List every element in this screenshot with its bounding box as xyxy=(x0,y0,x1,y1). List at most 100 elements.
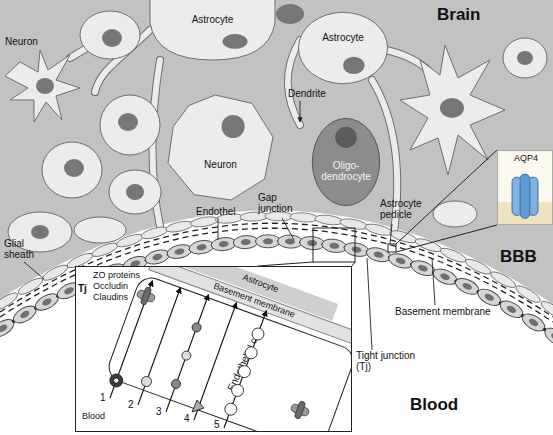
solute-molecule xyxy=(172,380,181,389)
tj-protein xyxy=(290,403,310,417)
glial-cell xyxy=(100,95,160,155)
nucleus xyxy=(63,286,75,296)
nuclei xyxy=(31,4,533,239)
endothelial-cell xyxy=(277,235,303,249)
part-label: Tight junction (Tj) xyxy=(356,350,426,372)
endothelial-cell xyxy=(453,275,481,297)
nucleus xyxy=(263,238,273,244)
part-label: Endothel xyxy=(196,206,235,217)
nucleus xyxy=(461,282,473,292)
glial-sheath-cell xyxy=(314,214,343,227)
endothelial-cell xyxy=(497,297,525,321)
part-label: Neuron xyxy=(5,36,38,47)
nucleus xyxy=(417,264,428,273)
endothelial-cell xyxy=(11,303,39,327)
cell-body xyxy=(312,118,379,205)
dark-cell xyxy=(276,4,304,24)
node-label: AQP4 xyxy=(498,154,553,164)
solute-molecule xyxy=(192,323,201,332)
part-label: Astrocyte pedicle xyxy=(380,198,435,220)
node-label: Endothelial cell xyxy=(216,308,272,412)
glial-sheath-cell xyxy=(140,225,169,241)
nucleus xyxy=(241,239,251,246)
oligodendrocyte-cell: Oligo- dendrocyte xyxy=(312,118,380,206)
nucleus xyxy=(335,127,357,148)
glial-cell xyxy=(433,201,477,227)
tj-protein xyxy=(294,401,306,420)
part-label: Occludin xyxy=(93,282,128,292)
vesicle xyxy=(252,328,264,340)
part-label: ZO proteins xyxy=(93,271,140,281)
transport-arrow xyxy=(194,303,237,421)
nucleus xyxy=(0,323,9,333)
glial-cell xyxy=(503,38,547,78)
nucleus xyxy=(174,248,185,256)
nucleus xyxy=(373,251,384,259)
neuron-cell xyxy=(400,45,505,175)
cell-process xyxy=(288,40,300,125)
vesicle xyxy=(232,384,244,396)
glial-cell xyxy=(109,170,161,214)
glial-sheath-cell xyxy=(90,240,119,259)
node-label: Blood xyxy=(82,412,122,422)
leader-line xyxy=(218,218,219,240)
endothelial-cell xyxy=(33,290,61,313)
node-label: Astrocyte xyxy=(298,32,388,43)
leader-line xyxy=(282,218,294,240)
glial-sheath-cell xyxy=(514,283,543,305)
endothelial-cell xyxy=(343,241,370,259)
part-label: Gap junction xyxy=(258,192,306,214)
part-label: Dendrite xyxy=(288,88,326,99)
callout-number: 5 xyxy=(214,419,220,430)
nucleus xyxy=(223,34,248,49)
leader-line xyxy=(390,224,392,244)
neuron-cell: Neuron xyxy=(168,95,273,200)
endothelial-cell xyxy=(299,235,325,250)
nucleus xyxy=(550,332,553,343)
endothelial-cell xyxy=(233,235,259,250)
nucleus xyxy=(440,98,464,118)
receptor-symbol xyxy=(192,400,204,412)
nucleus xyxy=(36,78,54,94)
zoom-line xyxy=(352,262,355,266)
zoom-box xyxy=(388,244,396,252)
tj-protein xyxy=(140,287,152,306)
zoom-box xyxy=(313,228,355,262)
nucleus xyxy=(102,29,122,47)
node-label: Oligo- dendrocyte xyxy=(316,160,376,182)
endothelial-cell xyxy=(166,243,193,261)
region-title: Blood xyxy=(410,396,458,415)
nucleus xyxy=(218,241,229,248)
nucleus xyxy=(351,246,362,254)
part-label: Claudins xyxy=(93,293,128,303)
astrocyte-cell: Astrocyte xyxy=(150,0,275,60)
endothelial-cell xyxy=(211,236,237,252)
endothelial-cell xyxy=(255,235,280,248)
callout-number: 2 xyxy=(128,399,134,410)
node-outline xyxy=(298,12,388,84)
leader-line xyxy=(300,101,301,122)
nucleus xyxy=(307,240,318,247)
part-label: Glial sheath xyxy=(4,238,44,260)
nucleus xyxy=(41,297,53,307)
nucleus xyxy=(395,257,406,266)
process-outline xyxy=(288,40,300,125)
cell-body xyxy=(168,95,273,200)
neuron-cell xyxy=(5,50,80,122)
endothelial-cell xyxy=(542,325,553,350)
glial-cell xyxy=(42,142,102,198)
vesicle xyxy=(238,366,250,378)
glial-cell xyxy=(80,11,140,59)
transport-arrow xyxy=(224,311,267,429)
nucleus xyxy=(528,317,540,327)
node-outline xyxy=(168,95,273,200)
part-label: Tj xyxy=(78,283,87,294)
efflux-pump xyxy=(110,374,123,387)
vesicle xyxy=(245,347,257,359)
node-outline xyxy=(150,0,275,60)
transport-arrow xyxy=(110,281,153,399)
endothelial-cell xyxy=(321,238,348,255)
nucleus xyxy=(506,304,518,314)
